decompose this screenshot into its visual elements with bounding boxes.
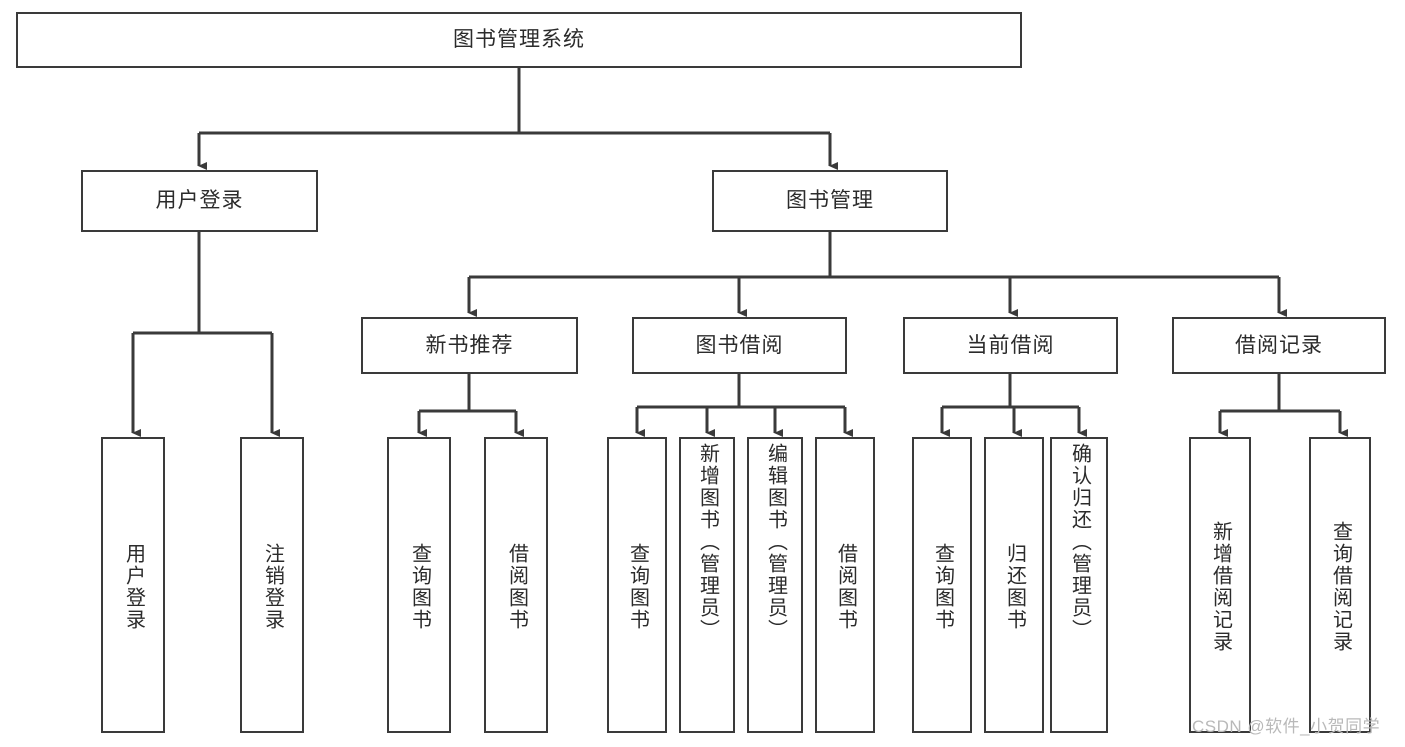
node-new-book-recommend-label: 新书推荐 <box>425 333 514 357</box>
node-leaf-edit-book[interactable]: 编辑图书（管理员） <box>747 437 803 733</box>
node-leaf-borrow-book[interactable]: 借阅图书 <box>815 437 875 733</box>
node-leaf-confirm-return[interactable]: 确认归还（管理员） <box>1050 437 1108 733</box>
node-leaf-query-book-cur[interactable]: 查询图书 <box>912 437 972 733</box>
node-borrow-record[interactable]: 借阅记录 <box>1172 317 1386 374</box>
node-root-label: 图书管理系统 <box>453 28 585 52</box>
edge-group-new-book-recommend <box>417 374 524 437</box>
node-root[interactable]: 图书管理系统 <box>16 12 1022 68</box>
node-leaf-query-book-rec-label: 查询图书 <box>408 543 431 631</box>
node-current-borrow[interactable]: 当前借阅 <box>903 317 1118 374</box>
node-leaf-logout-label: 注销登录 <box>261 543 284 631</box>
edge-group-book-borrow <box>635 374 853 437</box>
node-leaf-logout[interactable]: 注销登录 <box>240 437 304 733</box>
node-leaf-query-book-borrow[interactable]: 查询图书 <box>607 437 667 733</box>
node-leaf-query-record-label: 查询借阅记录 <box>1329 521 1352 653</box>
node-leaf-user-login[interactable]: 用户登录 <box>101 437 165 733</box>
node-leaf-query-book-rec[interactable]: 查询图书 <box>387 437 451 733</box>
edge-group-book-manage <box>467 232 1287 317</box>
node-leaf-edit-book-label: 编辑图书（管理员） <box>764 443 787 641</box>
node-leaf-query-record[interactable]: 查询借阅记录 <box>1309 437 1371 733</box>
node-new-book-recommend[interactable]: 新书推荐 <box>361 317 578 374</box>
node-leaf-add-record[interactable]: 新增借阅记录 <box>1189 437 1251 733</box>
node-leaf-confirm-return-label: 确认归还（管理员） <box>1068 443 1091 641</box>
node-leaf-add-book-label: 新增图书（管理员） <box>696 443 719 641</box>
node-user-login[interactable]: 用户登录 <box>81 170 318 232</box>
edge-group-root <box>197 68 838 170</box>
edge-group-current-borrow <box>940 374 1087 437</box>
edge-group-borrow-record <box>1218 374 1348 437</box>
node-leaf-query-book-borrow-label: 查询图书 <box>626 543 649 631</box>
node-leaf-borrow-book-label: 借阅图书 <box>834 543 857 631</box>
node-leaf-return-book[interactable]: 归还图书 <box>984 437 1044 733</box>
node-leaf-add-book[interactable]: 新增图书（管理员） <box>679 437 735 733</box>
node-leaf-user-login-label: 用户登录 <box>122 543 145 631</box>
node-leaf-return-book-label: 归还图书 <box>1003 543 1026 631</box>
node-book-manage[interactable]: 图书管理 <box>712 170 948 232</box>
node-current-borrow-label: 当前借阅 <box>966 333 1055 357</box>
node-leaf-add-record-label: 新增借阅记录 <box>1209 521 1232 653</box>
node-leaf-borrow-book-rec[interactable]: 借阅图书 <box>484 437 548 733</box>
node-book-borrow[interactable]: 图书借阅 <box>632 317 847 374</box>
node-leaf-borrow-book-rec-label: 借阅图书 <box>505 543 528 631</box>
node-borrow-record-label: 借阅记录 <box>1235 333 1323 357</box>
node-book-manage-label: 图书管理 <box>786 189 874 213</box>
node-book-borrow-label: 图书借阅 <box>695 333 784 357</box>
csdn-watermark: CSDN @软件_小贺同学 <box>1192 717 1381 736</box>
node-leaf-query-book-cur-label: 查询图书 <box>931 543 954 631</box>
edge-group-user-login <box>131 232 280 437</box>
node-user-login-label: 用户登录 <box>155 189 244 213</box>
